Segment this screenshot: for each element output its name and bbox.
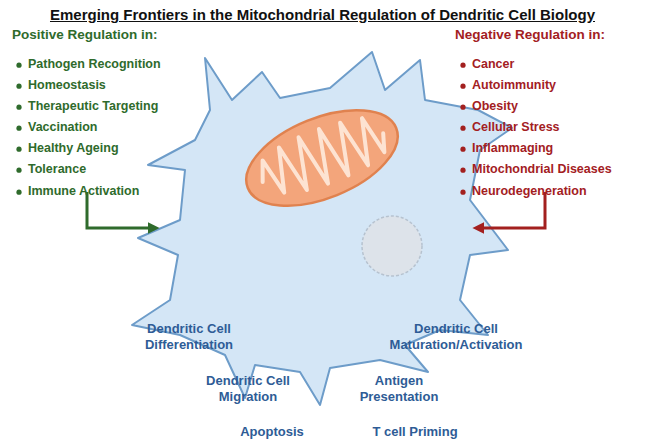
nucleus	[362, 216, 422, 276]
mitochondrion-cristae	[252, 107, 393, 206]
list-heading: Negative Regulation in:	[455, 27, 645, 44]
function-label: Antigen Presentation	[348, 373, 450, 406]
list-item: Homeostasis	[28, 78, 218, 94]
list-item: Cancer	[472, 57, 644, 73]
function-label: Dendritic Cell Differentiation	[128, 321, 250, 354]
function-label: Dendritic Cell Migration	[193, 373, 303, 406]
list-bullet	[460, 147, 465, 152]
mitochondrion	[233, 91, 411, 225]
function-label: Apoptosis	[228, 424, 316, 440]
list-bullet	[16, 84, 21, 89]
list-item: Neurodegeneration	[472, 184, 644, 200]
list-item: Vaccination	[28, 120, 218, 136]
list-item: Obesity	[472, 99, 644, 115]
list-bullet	[16, 147, 21, 152]
list-item: Healthy Ageing	[28, 141, 218, 157]
list-bullet	[460, 84, 465, 89]
list-item: Mitochondrial Diseases	[472, 162, 644, 178]
list-heading: Positive Regulation in:	[12, 27, 212, 44]
list-bullet	[16, 105, 21, 110]
diagram-title: Emerging Frontiers in the Mitochondrial …	[0, 6, 645, 23]
list-bullet	[460, 105, 465, 110]
bullet-group	[16, 63, 465, 195]
list-item: Tolerance	[28, 162, 218, 178]
list-bullet	[460, 126, 465, 131]
list-item: Pathogen Recognition	[28, 57, 218, 73]
list-bullet	[16, 190, 21, 195]
function-label: Dendritic Cell Maturation/Activation	[376, 321, 536, 354]
list-bullet	[16, 126, 21, 131]
list-bullet	[16, 168, 21, 173]
mitochondrion-outer	[233, 91, 411, 225]
list-bullet	[460, 168, 465, 173]
list-item: Autoimmunity	[472, 78, 644, 94]
list-bullet	[16, 63, 21, 68]
function-label: T cell Priming	[362, 424, 468, 440]
list-bullet	[460, 190, 465, 195]
list-item: Immune Activation	[28, 184, 218, 200]
list-item: Therapeutic Targeting	[28, 99, 218, 115]
list-item: Cellular Stress	[472, 120, 644, 136]
list-bullet	[460, 63, 465, 68]
list-item: Inflammaging	[472, 141, 644, 157]
